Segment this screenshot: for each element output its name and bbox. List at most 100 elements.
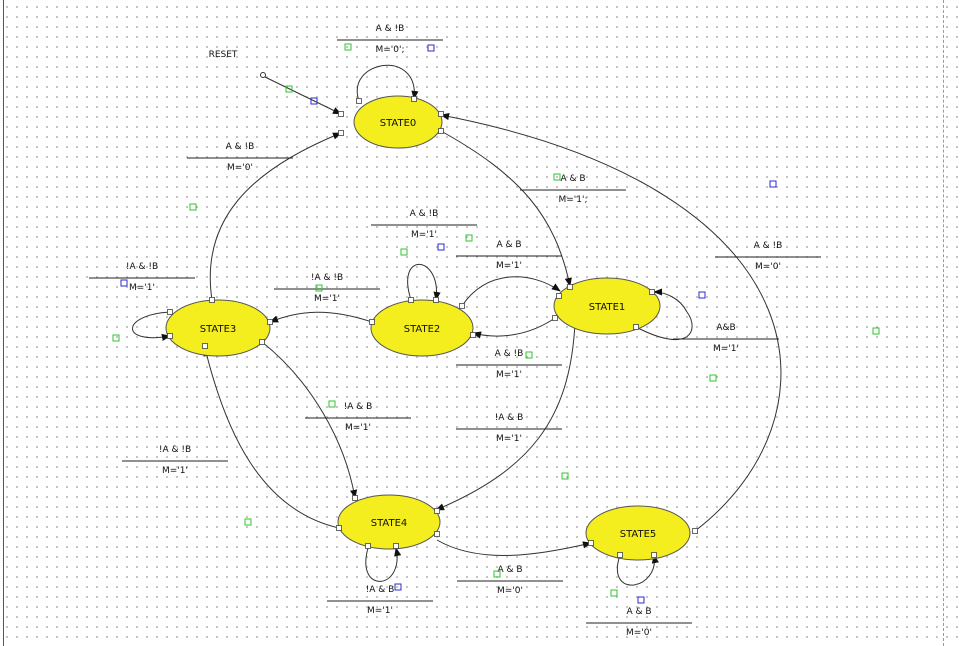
edge-state2-state3[interactable]	[269, 311, 373, 323]
label-handle-marker[interactable]	[400, 248, 408, 256]
label-anchor-marker[interactable]	[310, 97, 318, 105]
connection-port[interactable]	[617, 552, 623, 558]
edge-state4-state3[interactable]	[203, 347, 340, 529]
connection-port[interactable]	[588, 540, 594, 546]
connection-port[interactable]	[365, 543, 371, 549]
connection-port[interactable]	[408, 297, 414, 303]
connection-port[interactable]	[393, 543, 399, 549]
connection-port[interactable]	[438, 111, 444, 117]
connection-port[interactable]	[556, 293, 562, 299]
label-anchor-marker[interactable]	[769, 180, 777, 188]
label-anchor-marker[interactable]	[120, 279, 128, 287]
transition-label-s1-s4[interactable]: !A & BM='1'	[456, 413, 562, 444]
transition-label-s4-self[interactable]: !A & BM='1'	[327, 585, 433, 616]
transition-label-s3-self[interactable]: !A & !BM='1'	[89, 262, 195, 293]
transition-label-s1-s2[interactable]: A & !BM='1'	[456, 349, 562, 380]
connection-port[interactable]	[167, 309, 173, 315]
edge-state1-state2[interactable]	[472, 317, 556, 339]
transition-label-s1-self[interactable]: A&BM='1'	[673, 323, 779, 354]
label-handle-marker[interactable]	[328, 400, 336, 408]
edge-state0-self[interactable]	[356, 64, 419, 102]
state-ellipse[interactable]	[553, 277, 661, 335]
connection-port[interactable]	[651, 552, 657, 558]
state-node-s3[interactable]: STATE3	[165, 297, 273, 357]
connection-port[interactable]	[438, 128, 444, 134]
state-node-s5[interactable]: STATE5	[585, 505, 698, 561]
edge-state0-state1[interactable]	[440, 130, 572, 287]
edge-state5-state0[interactable]	[440, 113, 782, 532]
state-ellipse[interactable]	[370, 299, 474, 357]
label-handle-marker[interactable]	[112, 334, 120, 342]
connection-port[interactable]	[411, 96, 417, 102]
state-node-s2[interactable]: STATE2	[369, 297, 476, 357]
state-ellipse[interactable]	[585, 505, 691, 561]
label-anchor-marker[interactable]	[427, 44, 435, 52]
label-handle-marker[interactable]	[285, 85, 293, 93]
state-ellipse[interactable]	[353, 95, 443, 149]
label-handle-marker[interactable]	[610, 589, 618, 597]
transition-label-s3-s4[interactable]: !A & BM='1'	[305, 402, 411, 433]
label-anchor-marker[interactable]	[437, 243, 445, 251]
transition-label-s4-s5[interactable]: A & BM='0'	[457, 565, 563, 596]
state-node-s4[interactable]: STATE4	[336, 494, 441, 550]
connection-port[interactable]	[470, 332, 476, 338]
label-handle-marker[interactable]	[561, 472, 569, 480]
connection-port[interactable]	[338, 130, 344, 136]
connection-port[interactable]	[352, 495, 358, 501]
edge-state3-self[interactable]	[132, 311, 171, 341]
connection-port[interactable]	[369, 319, 375, 325]
label-handle-marker[interactable]	[872, 327, 880, 335]
connection-port[interactable]	[167, 333, 173, 339]
connection-port[interactable]	[434, 508, 440, 514]
label-handle-marker[interactable]	[344, 43, 352, 51]
transition-label-s0-s1[interactable]: A & BM='1';	[520, 174, 626, 205]
connection-port[interactable]	[692, 528, 698, 534]
connection-port[interactable]	[567, 284, 573, 290]
transition-label-s4-s3[interactable]: !A & !BM='1'	[122, 445, 228, 476]
state-ellipse[interactable]	[337, 494, 441, 550]
transition-label-s2-s1[interactable]: A & BM='1'	[456, 240, 562, 271]
label-anchor-marker[interactable]	[637, 596, 645, 604]
connection-port[interactable]	[459, 303, 465, 309]
connection-port[interactable]	[633, 324, 639, 330]
edge-state1-self[interactable]	[635, 288, 693, 340]
transition-label-s2-s3[interactable]: !A & !BM='1'	[274, 273, 380, 304]
connection-port[interactable]	[434, 531, 440, 537]
edge-state4-self[interactable]	[365, 547, 402, 582]
transition-label-s2-self[interactable]: A & !BM='1'	[371, 209, 477, 240]
label-handle-marker[interactable]	[493, 570, 501, 578]
label-handle-marker[interactable]	[709, 374, 717, 382]
edge-state3-state0[interactable]	[209, 132, 342, 301]
edge-state5-self[interactable]	[617, 554, 659, 586]
transition-label-s0-self[interactable]: A & !BM='0';	[337, 24, 443, 55]
state-node-s0[interactable]: STATE0	[338, 95, 444, 149]
connection-port[interactable]	[259, 339, 265, 345]
transition-label-s5-self[interactable]: A & BM='0'	[586, 607, 692, 638]
reset-edge[interactable]	[264, 76, 342, 115]
edge-state3-state4[interactable]	[261, 341, 358, 499]
reset-origin[interactable]	[260, 72, 266, 78]
label-handle-marker[interactable]	[189, 203, 197, 211]
edge-state2-self[interactable]	[407, 263, 441, 301]
connection-port[interactable]	[649, 289, 655, 295]
edge-state1-state4[interactable]	[435, 322, 576, 511]
connection-port[interactable]	[336, 525, 342, 531]
label-handle-marker[interactable]	[465, 234, 473, 242]
connection-port[interactable]	[202, 343, 208, 349]
connection-port[interactable]	[356, 98, 362, 104]
label-handle-marker[interactable]	[244, 518, 252, 526]
transition-label-s5-s0[interactable]: A & !BM='0'	[715, 241, 821, 272]
connection-port[interactable]	[552, 315, 558, 321]
connection-port[interactable]	[267, 319, 273, 325]
state-node-s1[interactable]: STATE1	[552, 277, 661, 335]
connection-port[interactable]	[433, 297, 439, 303]
label-handle-marker[interactable]	[315, 284, 323, 292]
label-anchor-marker[interactable]	[394, 583, 402, 591]
label-handle-marker[interactable]	[553, 173, 561, 181]
label-handle-marker[interactable]	[525, 351, 533, 359]
edge-state2-state1[interactable]	[461, 276, 561, 307]
connection-port[interactable]	[338, 111, 344, 117]
state-ellipse[interactable]	[165, 299, 271, 357]
edge-state4-state5[interactable]	[436, 539, 592, 556]
transition-label-s3-s0[interactable]: A & !BM='0'	[187, 142, 293, 173]
